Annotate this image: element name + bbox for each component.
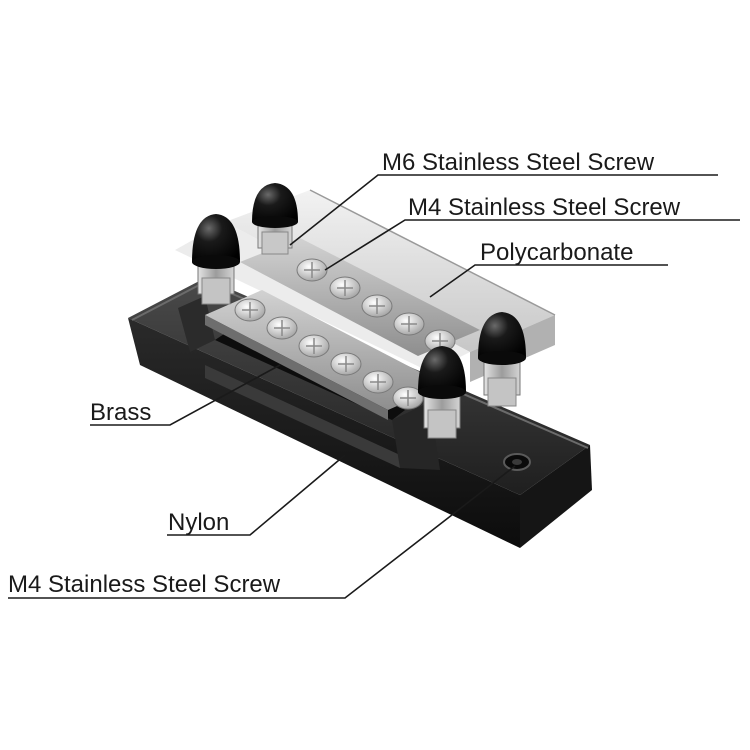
- screw-head-icon: [266, 316, 298, 340]
- terminal-stud-front-right: [418, 346, 466, 439]
- leader-m4-screw-top: [324, 219, 740, 271]
- terminal-cap-icon: [418, 346, 466, 392]
- callout-m4-screw-top: M4 Stainless Steel Screw: [408, 194, 681, 221]
- screw-head-icon: [392, 386, 424, 410]
- screw-head-icon: [362, 370, 394, 394]
- screw-head-icon: [234, 298, 266, 322]
- terminal-stud-front-left: [192, 214, 240, 305]
- screw-head-icon: [296, 258, 328, 282]
- callout-brass: Brass: [90, 399, 151, 426]
- leader-nylon: [167, 454, 346, 536]
- callout-m4-screw-bottom: M4 Stainless Steel Screw: [8, 571, 281, 598]
- terminal-cap-icon: [478, 312, 526, 358]
- leader-brass: [90, 364, 281, 426]
- screw-head-icon: [298, 334, 330, 358]
- leader-polycarbonate: [429, 264, 668, 298]
- screw-head-icon: [329, 276, 361, 300]
- callout-labels: M6 Stainless Steel Screw M4 Stainless St…: [8, 149, 681, 598]
- screw-row-front: [234, 298, 424, 410]
- leader-m6-screw: [289, 174, 718, 246]
- screw-head-icon: [330, 352, 362, 376]
- leader-m4-screw-bottom: [8, 465, 516, 599]
- terminal-stud-back-left: [252, 183, 298, 255]
- mounting-hole-icon: [503, 453, 531, 471]
- terminal-stud-back-right: [478, 312, 526, 407]
- terminal-cap-icon: [252, 183, 298, 222]
- screw-row-back: [296, 258, 456, 353]
- screw-head-icon: [361, 294, 393, 318]
- screw-head-icon: [393, 312, 425, 336]
- leader-lines: [8, 174, 740, 599]
- callout-m6-screw: M6 Stainless Steel Screw: [382, 149, 655, 176]
- terminal-cap-icon: [192, 214, 240, 262]
- callout-nylon: Nylon: [168, 509, 229, 536]
- callout-polycarbonate: Polycarbonate: [480, 239, 633, 266]
